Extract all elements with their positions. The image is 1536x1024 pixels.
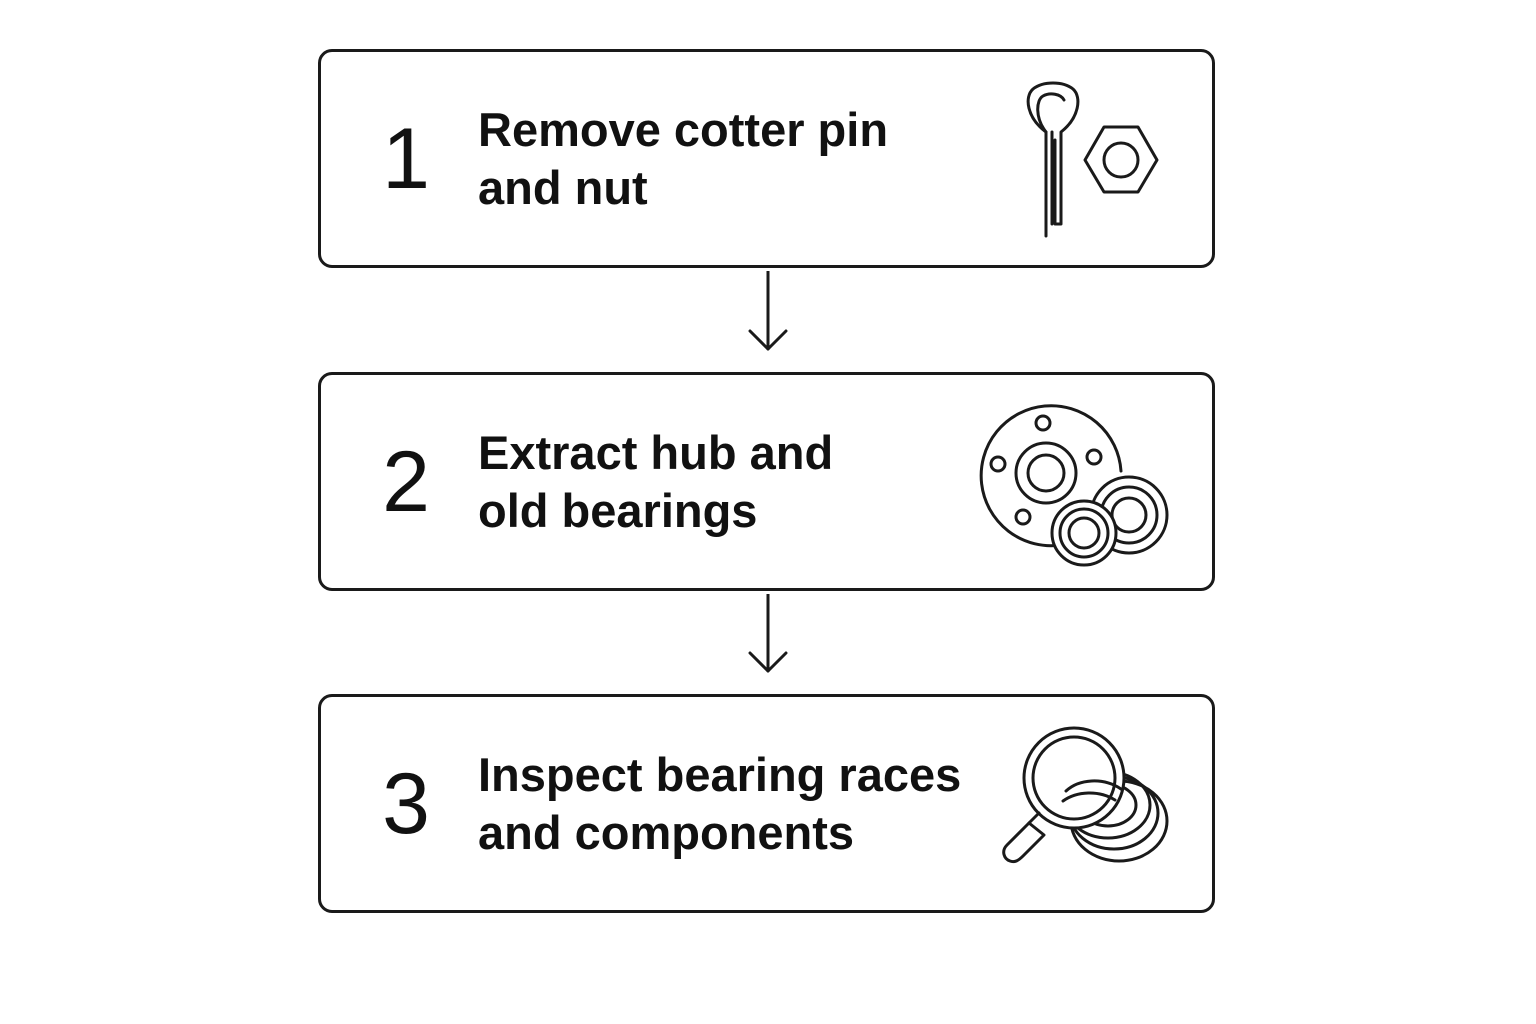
step-1-label: Remove cotter pin and nut (478, 101, 1018, 217)
cotter-pin-and-nut-icon (1026, 81, 1159, 238)
hex-nut-icon (1083, 125, 1159, 194)
step-3-number: 3 (382, 755, 430, 852)
step-2-box: 2 Extract hub and old bearings (318, 372, 1215, 591)
step-3-label-line-2: and components (478, 805, 855, 859)
step-1-label-line-1: Remove cotter pin (478, 102, 889, 156)
hub-and-bearings-icon (979, 404, 1169, 567)
step-2-label-line-2: old bearings (478, 483, 758, 537)
arrow-down-icon (748, 594, 788, 673)
step-2-number: 2 (382, 433, 430, 530)
step-1-box: 1 Remove cotter pin and nut (318, 49, 1215, 268)
magnifier-icon (1002, 726, 1126, 864)
step-1-number: 1 (382, 110, 430, 207)
step-3-label: Inspect bearing races and components (478, 746, 1018, 862)
step-3-box: 3 Inspect bearing races and components (318, 694, 1215, 913)
arrow-down-icon (748, 271, 788, 351)
step-3-label-line-1: Inspect bearing races (478, 747, 962, 801)
step-2-label-line-1: Extract hub and (478, 425, 834, 479)
cotter-pin-icon (1026, 81, 1080, 238)
small-bearing-icon (1050, 499, 1118, 567)
step-2-label: Extract hub and old bearings (478, 424, 1018, 540)
hub-disc-icon (979, 404, 1123, 548)
step-1-label-line-2: and nut (478, 160, 648, 214)
magnifier-inspect-races-icon (1002, 726, 1169, 864)
